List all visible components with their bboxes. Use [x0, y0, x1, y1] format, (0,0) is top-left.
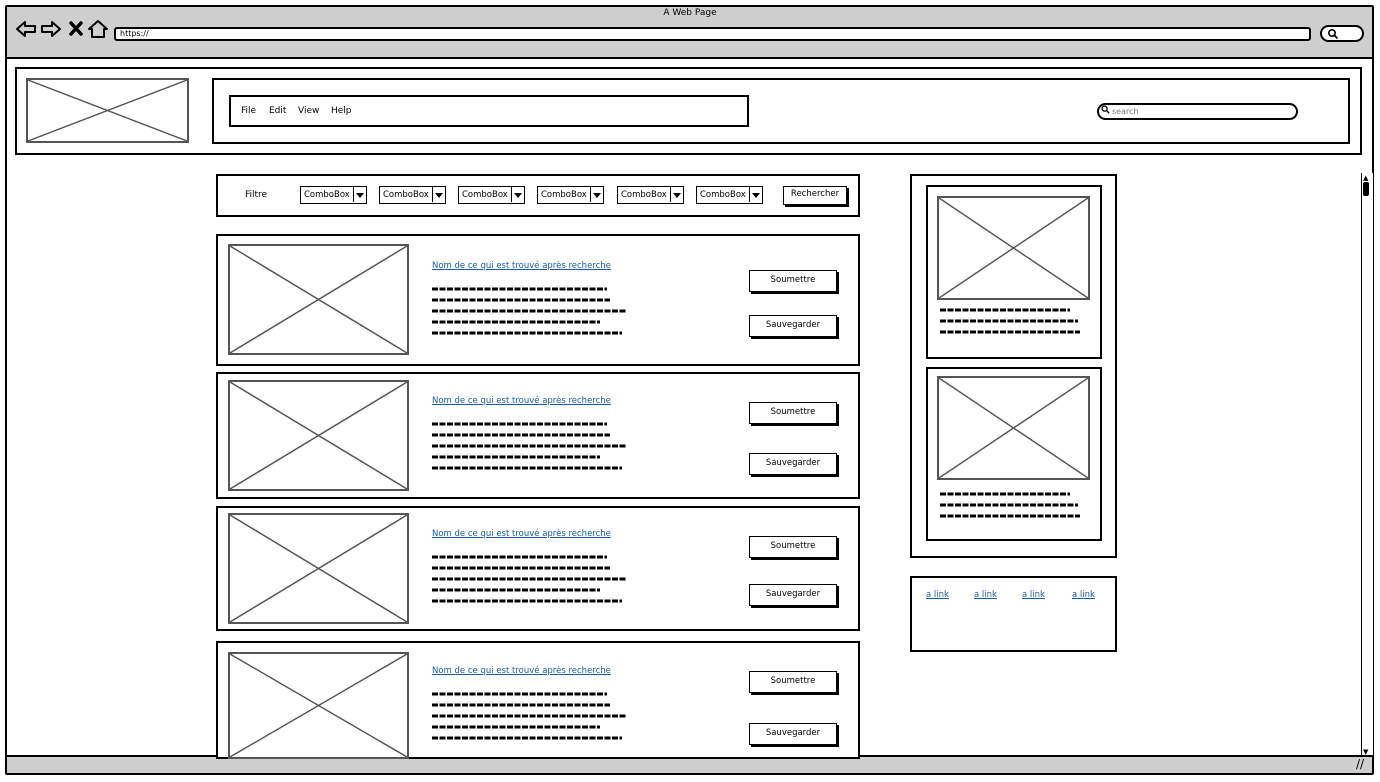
sidebar-link[interactable]: a link — [1072, 590, 1095, 600]
combobox-value: ComboBox — [621, 190, 667, 200]
result-title-link[interactable]: Nom de ce qui est trouvé après recherche — [432, 666, 611, 676]
soumettre-button[interactable]: Soumettre — [749, 270, 837, 292]
url-bar[interactable]: https:// — [114, 27, 1311, 41]
search-input[interactable] — [1112, 104, 1292, 118]
sauvegarder-button[interactable]: Sauvegarder — [749, 315, 837, 337]
result-image-placeholder — [228, 513, 409, 624]
soumettre-button[interactable]: Soumettre — [749, 402, 837, 424]
result-title-link[interactable]: Nom de ce qui est trouvé après recherche — [432, 396, 611, 406]
chevron-down-icon — [590, 187, 603, 202]
menu-item-view[interactable]: View — [298, 106, 320, 116]
sauvegarder-button[interactable]: Sauvegarder — [749, 453, 837, 475]
result-title-link[interactable]: Nom de ce qui est trouvé après recherche — [432, 529, 611, 539]
filter-combobox-4[interactable]: ComboBox — [537, 186, 604, 204]
placeholder-text-scribble — [432, 422, 626, 470]
window-title: A Web Page — [663, 8, 717, 18]
sidebar-card — [926, 185, 1102, 359]
header-content-area — [212, 78, 1350, 144]
rechercher-button[interactable]: Rechercher — [783, 186, 847, 205]
search-icon — [1101, 105, 1110, 114]
menu-item-help[interactable]: Help — [331, 106, 352, 116]
combobox-value: ComboBox — [700, 190, 746, 200]
sauvegarder-button[interactable]: Sauvegarder — [749, 584, 837, 606]
resize-grip-icon[interactable]: // — [1356, 757, 1365, 771]
result-image-placeholder — [228, 244, 409, 355]
filter-combobox-5[interactable]: ComboBox — [617, 186, 684, 204]
menu-bar — [229, 95, 749, 127]
chevron-down-icon — [511, 187, 524, 202]
home-icon[interactable] — [87, 19, 109, 39]
filter-combobox-1[interactable]: ComboBox — [300, 186, 367, 204]
placeholder-text-scribble — [432, 555, 626, 603]
scroll-up-arrow-icon[interactable]: ▲ — [1363, 174, 1369, 182]
filter-label: Filtre — [245, 190, 268, 200]
scroll-thumb[interactable] — [1363, 182, 1369, 196]
placeholder-text-scribble — [940, 492, 1080, 518]
sauvegarder-button[interactable]: Sauvegarder — [749, 723, 837, 745]
placeholder-text-scribble — [432, 692, 626, 740]
soumettre-button[interactable]: Soumettre — [749, 671, 837, 693]
chevron-down-icon — [670, 187, 683, 202]
soumettre-button[interactable]: Soumettre — [749, 536, 837, 558]
result-title-link[interactable]: Nom de ce qui est trouvé après recherche — [432, 261, 611, 271]
forward-arrow-icon[interactable] — [40, 19, 62, 39]
sidebar-panel — [910, 174, 1117, 558]
result-image-placeholder — [228, 380, 409, 491]
filter-bar — [216, 174, 860, 217]
placeholder-text-scribble — [432, 287, 626, 335]
chevron-down-icon — [749, 187, 762, 202]
back-arrow-icon[interactable] — [15, 19, 37, 39]
combobox-value: ComboBox — [541, 190, 587, 200]
filter-combobox-6[interactable]: ComboBox — [696, 186, 763, 204]
scroll-down-arrow-icon[interactable]: ▼ — [1363, 748, 1369, 756]
combobox-value: ComboBox — [304, 190, 350, 200]
result-image-placeholder — [228, 652, 409, 759]
sidebar-link[interactable]: a link — [1022, 590, 1045, 600]
menu-item-edit[interactable]: Edit — [269, 106, 287, 116]
placeholder-text-scribble — [940, 308, 1080, 334]
browser-search-button[interactable] — [1320, 25, 1364, 42]
combobox-value: ComboBox — [383, 190, 429, 200]
filter-combobox-3[interactable]: ComboBox — [458, 186, 525, 204]
chevron-down-icon — [432, 187, 445, 202]
combobox-value: ComboBox — [462, 190, 508, 200]
stop-x-icon[interactable] — [66, 19, 88, 39]
sidebar-link[interactable]: a link — [974, 590, 997, 600]
menu-item-file[interactable]: File — [241, 106, 257, 116]
filter-combobox-2[interactable]: ComboBox — [379, 186, 446, 204]
search-icon — [1327, 28, 1339, 40]
chevron-down-icon — [353, 187, 366, 202]
sidebar-link[interactable]: a link — [926, 590, 949, 600]
sidebar-image-placeholder — [937, 196, 1090, 300]
vertical-scrollbar[interactable] — [1361, 173, 1373, 755]
logo-image-placeholder — [26, 78, 189, 143]
sidebar-image-placeholder — [937, 376, 1090, 480]
links-panel — [910, 576, 1117, 652]
sidebar-card — [926, 367, 1102, 541]
